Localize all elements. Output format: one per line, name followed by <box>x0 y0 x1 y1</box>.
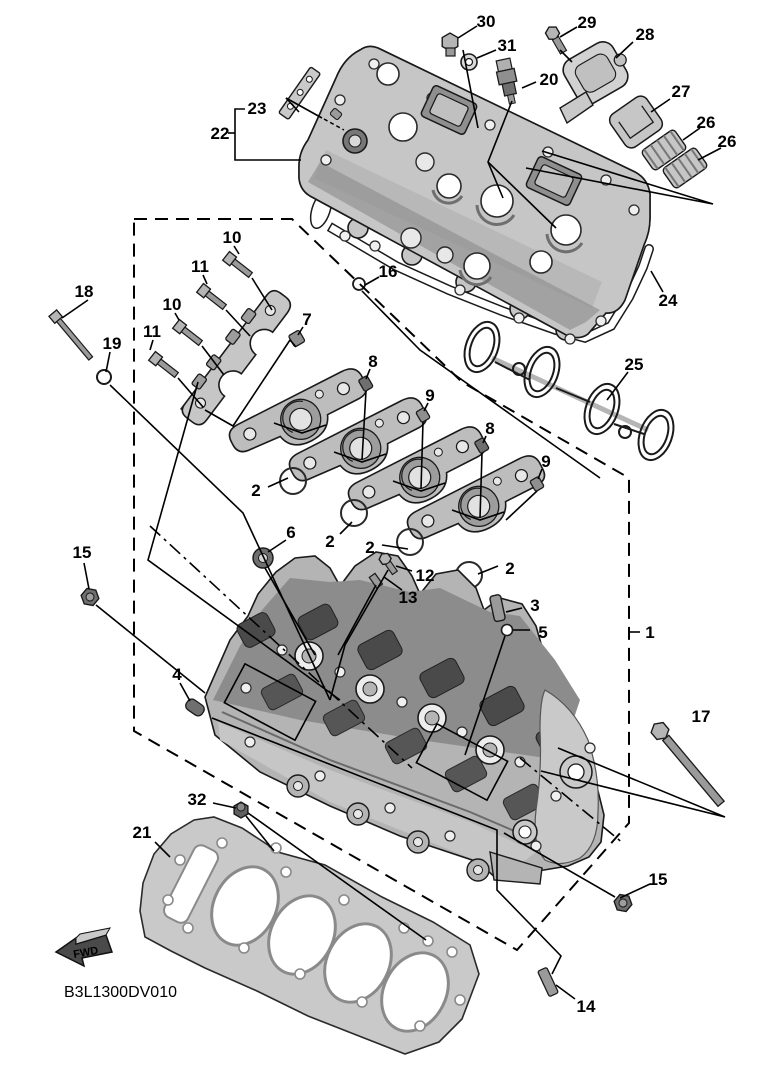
svg-text:1: 1 <box>645 623 654 642</box>
svg-text:3: 3 <box>530 596 539 615</box>
svg-text:24: 24 <box>659 291 678 310</box>
svg-text:22: 22 <box>211 124 230 143</box>
svg-text:10: 10 <box>163 295 182 314</box>
svg-text:5: 5 <box>538 623 547 642</box>
svg-text:12: 12 <box>416 566 435 585</box>
svg-text:6: 6 <box>286 523 295 542</box>
svg-text:4: 4 <box>172 665 182 684</box>
svg-text:FWD: FWD <box>72 945 99 961</box>
svg-text:25: 25 <box>625 355 644 374</box>
svg-text:20: 20 <box>540 70 559 89</box>
svg-text:28: 28 <box>636 25 655 44</box>
svg-text:21: 21 <box>133 823 152 842</box>
svg-text:15: 15 <box>649 870 668 889</box>
svg-text:2: 2 <box>251 481 260 500</box>
svg-text:8: 8 <box>368 352 377 371</box>
svg-text:7: 7 <box>302 310 311 329</box>
svg-text:16: 16 <box>379 262 398 281</box>
svg-text:9: 9 <box>425 386 434 405</box>
svg-text:29: 29 <box>578 13 597 32</box>
svg-text:8: 8 <box>485 419 494 438</box>
svg-text:15: 15 <box>73 543 92 562</box>
svg-text:9: 9 <box>541 452 550 471</box>
svg-text:17: 17 <box>692 707 711 726</box>
svg-text:26: 26 <box>718 132 737 151</box>
svg-text:11: 11 <box>191 257 209 276</box>
svg-text:13: 13 <box>399 588 418 607</box>
svg-text:10: 10 <box>223 228 242 247</box>
svg-text:18: 18 <box>75 282 94 301</box>
svg-text:27: 27 <box>672 82 691 101</box>
svg-text:11: 11 <box>143 322 161 341</box>
svg-text:26: 26 <box>697 113 716 132</box>
svg-text:2: 2 <box>505 559 514 578</box>
svg-text:2: 2 <box>325 532 334 551</box>
svg-text:31: 31 <box>498 36 517 55</box>
svg-text:14: 14 <box>577 997 596 1016</box>
svg-text:2: 2 <box>365 538 374 557</box>
svg-text:23: 23 <box>248 99 267 118</box>
svg-text:32: 32 <box>188 790 207 809</box>
svg-text:30: 30 <box>477 12 496 31</box>
svg-text:B3L1300DV010: B3L1300DV010 <box>64 984 177 1001</box>
svg-text:19: 19 <box>103 334 122 353</box>
